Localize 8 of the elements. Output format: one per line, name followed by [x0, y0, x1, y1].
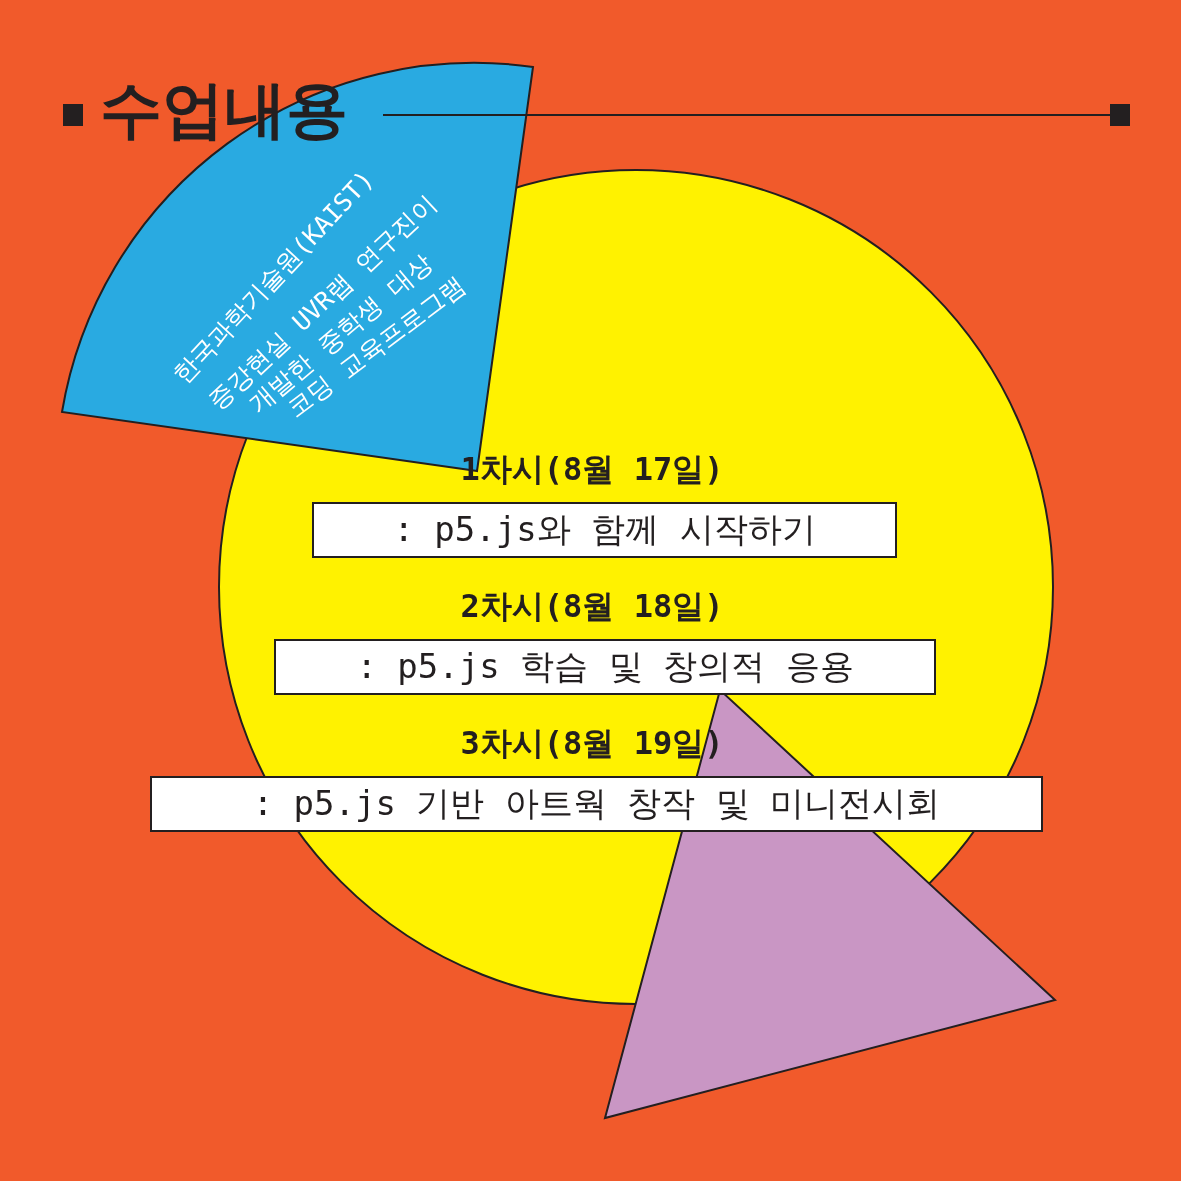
session-text: : p5.js 기반 아트웍 창작 및 미니전시회 [252, 782, 941, 825]
session-heading: 1차시(8월 17일) [460, 449, 724, 490]
session-text: : p5.js 학습 및 창의적 응용 [356, 645, 854, 688]
session-text: : p5.js와 함께 시작하기 [393, 508, 816, 551]
session-heading: 2차시(8월 18일) [460, 586, 724, 627]
session-box [150, 776, 1043, 832]
session-box [312, 502, 897, 558]
session-box [274, 639, 936, 695]
